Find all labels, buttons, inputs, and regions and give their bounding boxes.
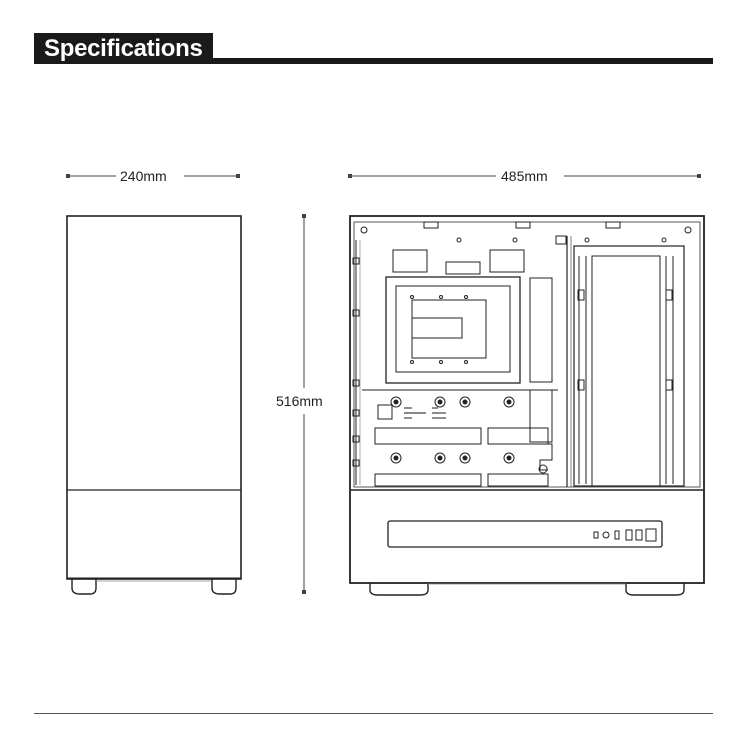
footer-rule (34, 713, 713, 714)
length-label: 485mm (501, 168, 548, 184)
page-title: Specifications (34, 33, 213, 64)
height-dimension-line (302, 214, 306, 594)
width-dimension-line (66, 174, 240, 178)
height-label: 516mm (276, 393, 323, 409)
length-dimension-line (348, 174, 701, 178)
side-view (349, 215, 705, 596)
header-rule (34, 58, 713, 64)
width-label: 240mm (120, 168, 167, 184)
front-view (66, 215, 242, 595)
